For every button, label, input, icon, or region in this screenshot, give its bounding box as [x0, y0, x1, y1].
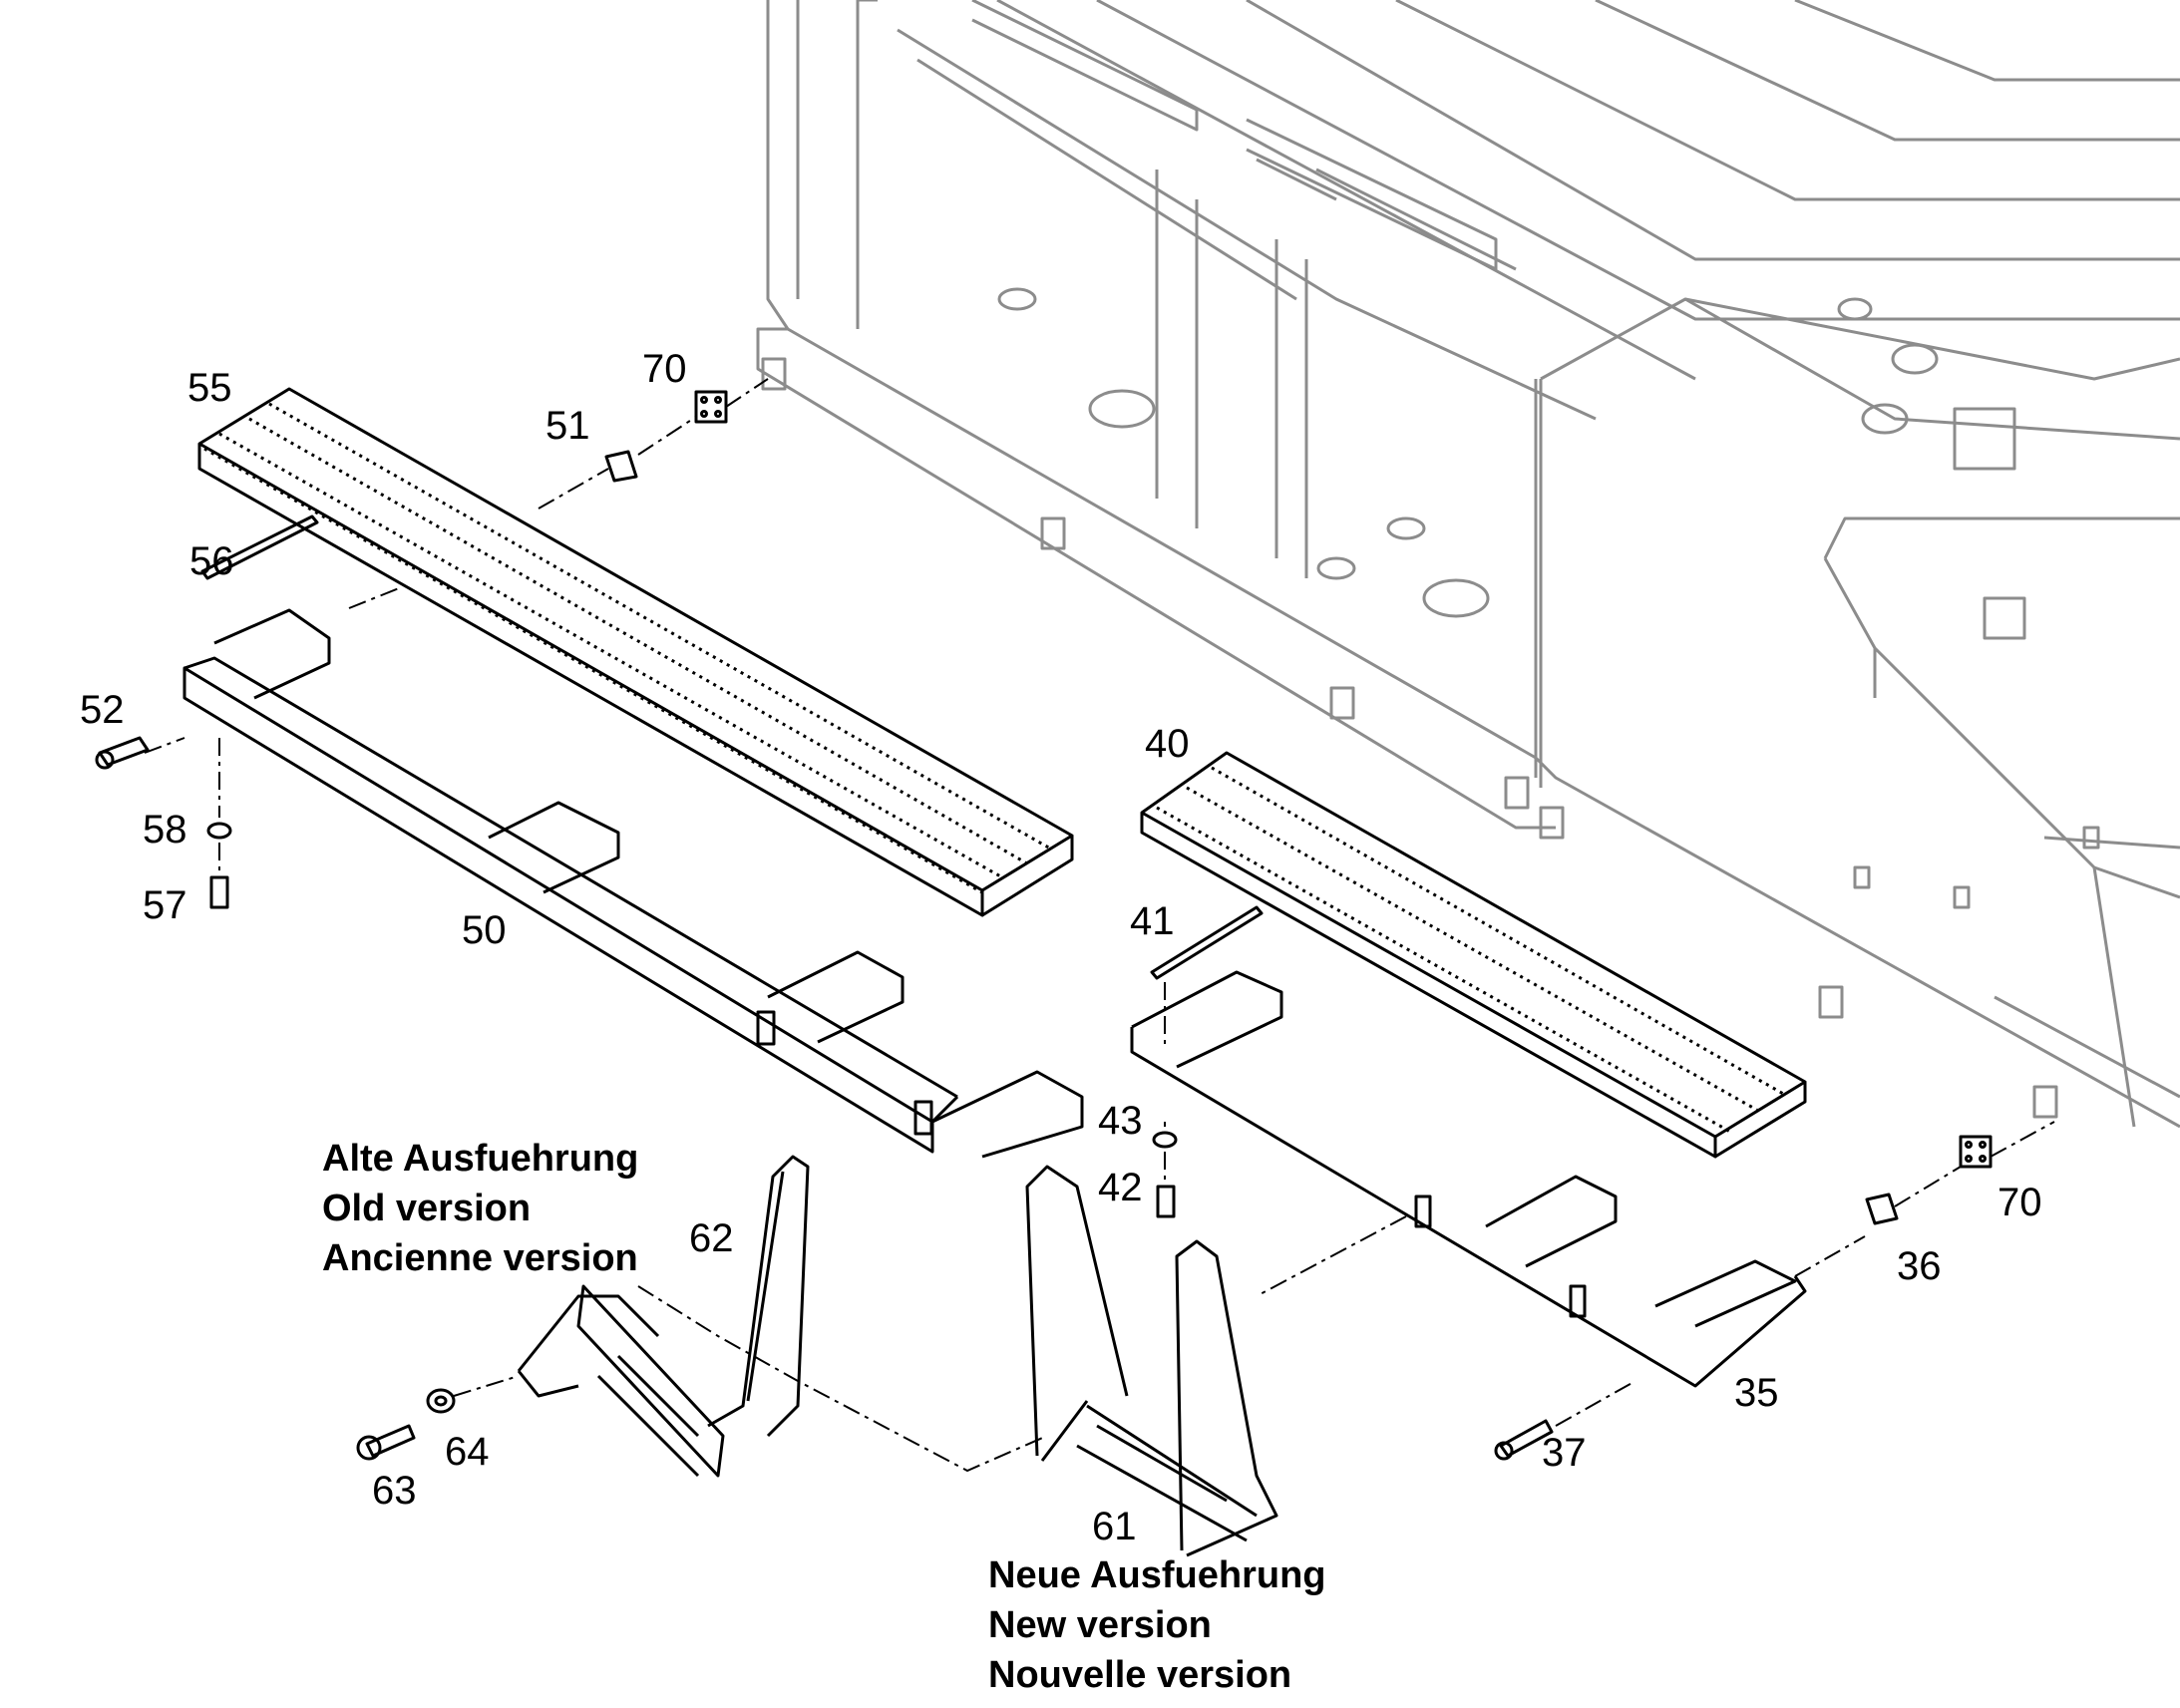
- washer-58: [206, 822, 232, 840]
- callout-51: 51: [545, 404, 590, 448]
- washer-64: [426, 1388, 456, 1414]
- machine-frame: [756, 0, 2180, 1129]
- new-version-caption: Neue Ausfuehrung New version Nouvelle ve…: [988, 1550, 1326, 1700]
- step-grating-40: [1140, 751, 1807, 1159]
- callout-64: 64: [445, 1430, 490, 1474]
- callout-56: 56: [189, 539, 234, 583]
- strip-41: [1150, 905, 1264, 980]
- plate-70-left: [694, 390, 728, 424]
- washer-43: [1152, 1131, 1178, 1149]
- callout-58: 58: [143, 808, 187, 852]
- callout-41: 41: [1130, 899, 1175, 943]
- callout-50: 50: [462, 908, 507, 952]
- plate-70-right: [1959, 1135, 1993, 1169]
- strip-56: [200, 514, 319, 580]
- old-version-de: Alte Ausfuehrung: [322, 1138, 639, 1180]
- old-version-fr: Ancienne version: [322, 1237, 638, 1279]
- new-version-en: New version: [988, 1604, 1212, 1646]
- assembly-lines: [144, 378, 2055, 1473]
- step-frame-35: [1130, 970, 1807, 1388]
- clip-36: [1865, 1193, 1899, 1225]
- new-version-fr: Nouvelle version: [988, 1654, 1292, 1696]
- callout-52: 52: [80, 688, 125, 732]
- callout-36: 36: [1897, 1244, 1942, 1288]
- callout-55: 55: [187, 366, 232, 410]
- old-version-en: Old version: [322, 1188, 532, 1229]
- callout-35: 35: [1734, 1371, 1779, 1415]
- ladder-61-new: [1025, 1165, 1278, 1557]
- callout-40: 40: [1145, 722, 1190, 766]
- hardware: [95, 390, 1993, 1461]
- ladder-62-old: [517, 1155, 810, 1478]
- callout-70-right: 70: [1998, 1181, 2042, 1224]
- callout-42: 42: [1098, 1166, 1143, 1209]
- callout-63: 63: [372, 1469, 417, 1513]
- callout-62: 62: [689, 1216, 734, 1260]
- step-frame-50: [182, 608, 1084, 1159]
- step-grating-55: [197, 387, 1074, 917]
- old-version-caption: Alte Ausfuehrung Old version Ancienne ve…: [322, 1134, 638, 1283]
- callout-37: 37: [1542, 1431, 1587, 1475]
- bolt-52: [98, 736, 150, 767]
- callout-61: 61: [1092, 1505, 1137, 1548]
- callout-57: 57: [143, 883, 187, 927]
- bolt-63: [365, 1424, 416, 1458]
- callout-70-left: 70: [642, 347, 687, 391]
- new-version-de: Neue Ausfuehrung: [988, 1554, 1326, 1596]
- callout-43: 43: [1098, 1099, 1143, 1143]
- clip-51: [604, 450, 638, 483]
- bolt-37: [1499, 1419, 1554, 1458]
- screw-42: [1156, 1185, 1176, 1218]
- screw-57: [209, 875, 229, 909]
